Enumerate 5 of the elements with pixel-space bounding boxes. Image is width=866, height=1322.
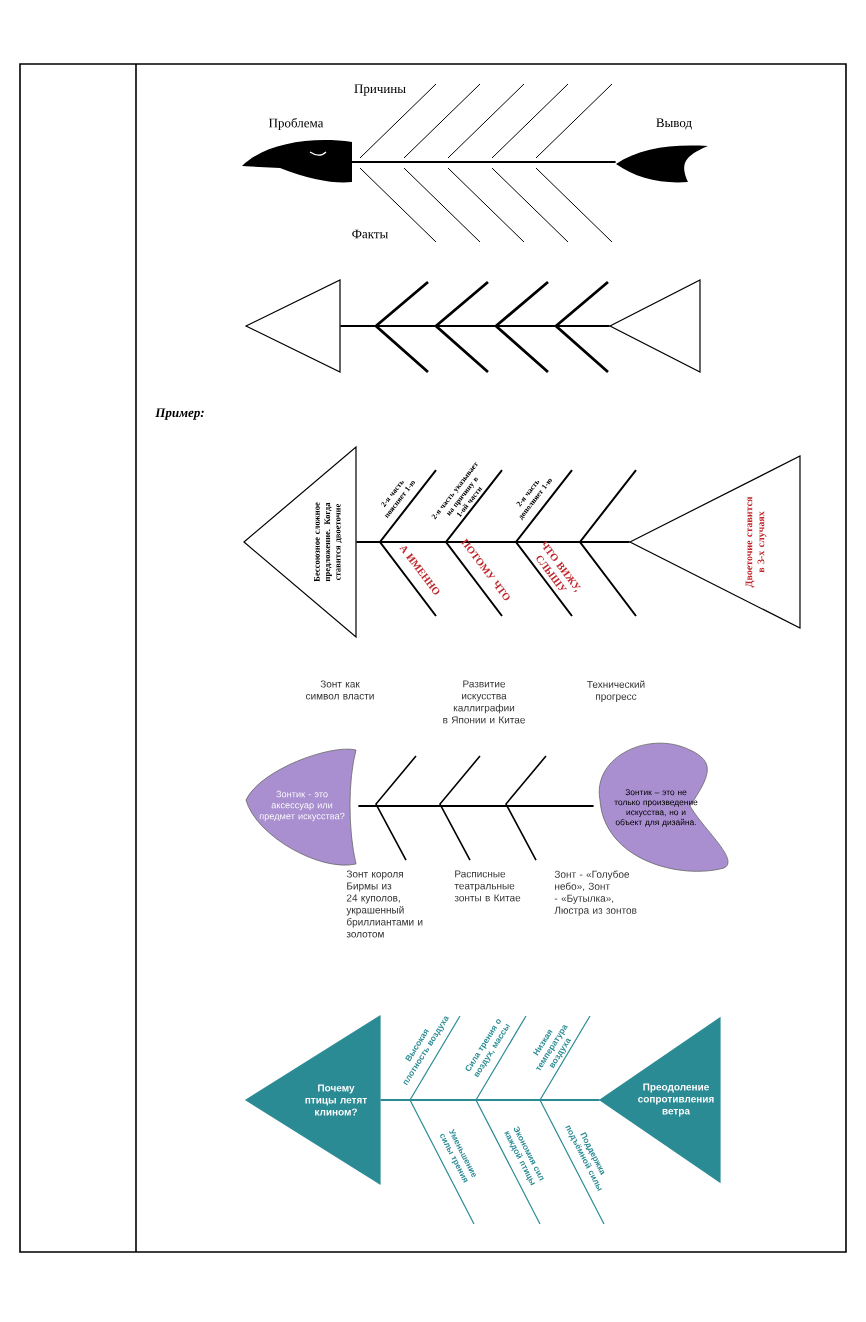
spine-line: [379, 1099, 601, 1101]
spine-line: [357, 805, 595, 807]
spine-line: [349, 161, 617, 163]
spine-line: [339, 325, 611, 327]
spine-line: [355, 541, 631, 543]
